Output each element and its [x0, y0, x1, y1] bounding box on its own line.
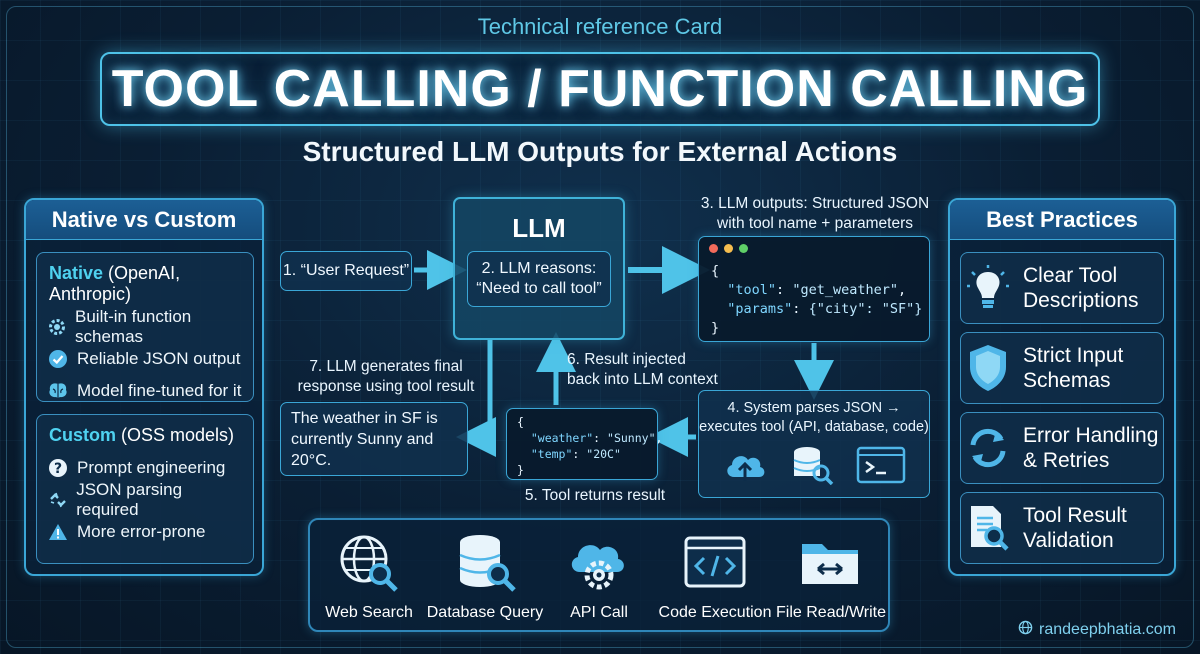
- window-controls: [699, 237, 929, 260]
- tool-file-read-write: File Read/Write: [766, 530, 896, 622]
- custom-item: JSON parsing required: [37, 480, 253, 519]
- tool-call-json-window: { "tool": "get_weather", "params": {"cit…: [698, 236, 930, 342]
- tool-web-search: Web Search: [304, 530, 434, 622]
- native-vs-custom-panel: Native vs Custom Native (OpenAI, Anthrop…: [24, 198, 264, 576]
- cloud-gear-icon: [534, 530, 664, 596]
- best-practice-item: Error Handling& Retries: [960, 412, 1164, 484]
- tool-result-json-window: { "weather": "Sunny", "temp": "20C" }: [506, 408, 663, 480]
- code-window-icon: [650, 530, 780, 596]
- native-heading: Native (OpenAI, Anthropic): [49, 263, 181, 304]
- user-request-node: 1. “User Request”: [280, 251, 412, 291]
- llm-reasoning-node: 2. LLM reasons:“Need to call tool”: [467, 251, 611, 307]
- tool-call-json: { "tool": "get_weather", "params": {"cit…: [711, 263, 923, 336]
- globe-icon: [1018, 620, 1033, 640]
- llm-title: LLM: [512, 213, 566, 243]
- document-search-icon: [961, 503, 1015, 553]
- tool-database-query: Database Query: [420, 530, 550, 622]
- llm-node: LLM 2. LLM reasons:“Need to call tool”: [453, 197, 625, 340]
- page-title: TOOL CALLING / FUNCTION CALLING: [111, 60, 1089, 118]
- card-frame: [6, 6, 1194, 648]
- native-item: Built-in function schemas: [37, 307, 253, 346]
- panel-title: Native vs Custom: [26, 200, 262, 240]
- tool-result-json: { "weather": "Sunny", "temp": "20C" }: [517, 415, 663, 477]
- page-tagline: Structured LLM Outputs for External Acti…: [302, 136, 898, 167]
- gear-icon: [47, 316, 67, 338]
- terminal-icon: [856, 445, 906, 490]
- step5-caption: 5. Tool returns result: [524, 487, 666, 504]
- kicker-text: Technical reference Card: [477, 14, 723, 39]
- tool-api-call: API Call: [534, 530, 664, 622]
- warning-icon: [47, 521, 69, 543]
- native-subpanel: Native (OpenAI, Anthropic) Built-in func…: [36, 252, 254, 402]
- refresh-icon: [961, 425, 1015, 471]
- database-search-icon: [420, 530, 550, 596]
- question-icon: ?: [47, 457, 69, 479]
- native-item: Model fine-tuned for it: [37, 375, 253, 407]
- broken-link-icon: [47, 489, 68, 511]
- step4-caption: 4. System parses JSON →executes tool (AP…: [699, 400, 929, 435]
- svg-text:?: ?: [54, 461, 62, 477]
- close-dot-icon: [709, 244, 718, 253]
- shield-icon: [961, 343, 1015, 393]
- globe-search-icon: [304, 530, 434, 596]
- site-credit[interactable]: randeepbhatia.com: [1018, 620, 1176, 640]
- tool-code-execution: Code Execution: [650, 530, 780, 622]
- custom-subpanel: Custom (OSS models) ? Prompt engineering…: [36, 414, 254, 564]
- lightbulb-icon: [961, 264, 1015, 312]
- folder-icon: [766, 530, 896, 596]
- native-item: Reliable JSON output: [37, 343, 253, 375]
- title-banner: TOOL CALLING / FUNCTION CALLING: [100, 52, 1100, 126]
- brain-icon: [47, 380, 69, 402]
- custom-item: More error-prone: [37, 516, 253, 548]
- panel-title: Best Practices: [950, 200, 1174, 240]
- custom-item: ? Prompt engineering: [37, 452, 253, 484]
- maximize-dot-icon: [739, 244, 748, 253]
- credit-link[interactable]: randeepbhatia.com: [1039, 621, 1176, 638]
- custom-heading: Custom (OSS models): [49, 425, 235, 445]
- cloud-upload-icon: [722, 445, 768, 490]
- minimize-dot-icon: [724, 244, 733, 253]
- arrow-llm-to-response: [456, 340, 496, 457]
- check-circle-icon: [47, 348, 69, 370]
- database-search-icon: [789, 445, 835, 490]
- system-executes-node: 4. System parses JSON →executes tool (AP…: [698, 390, 930, 498]
